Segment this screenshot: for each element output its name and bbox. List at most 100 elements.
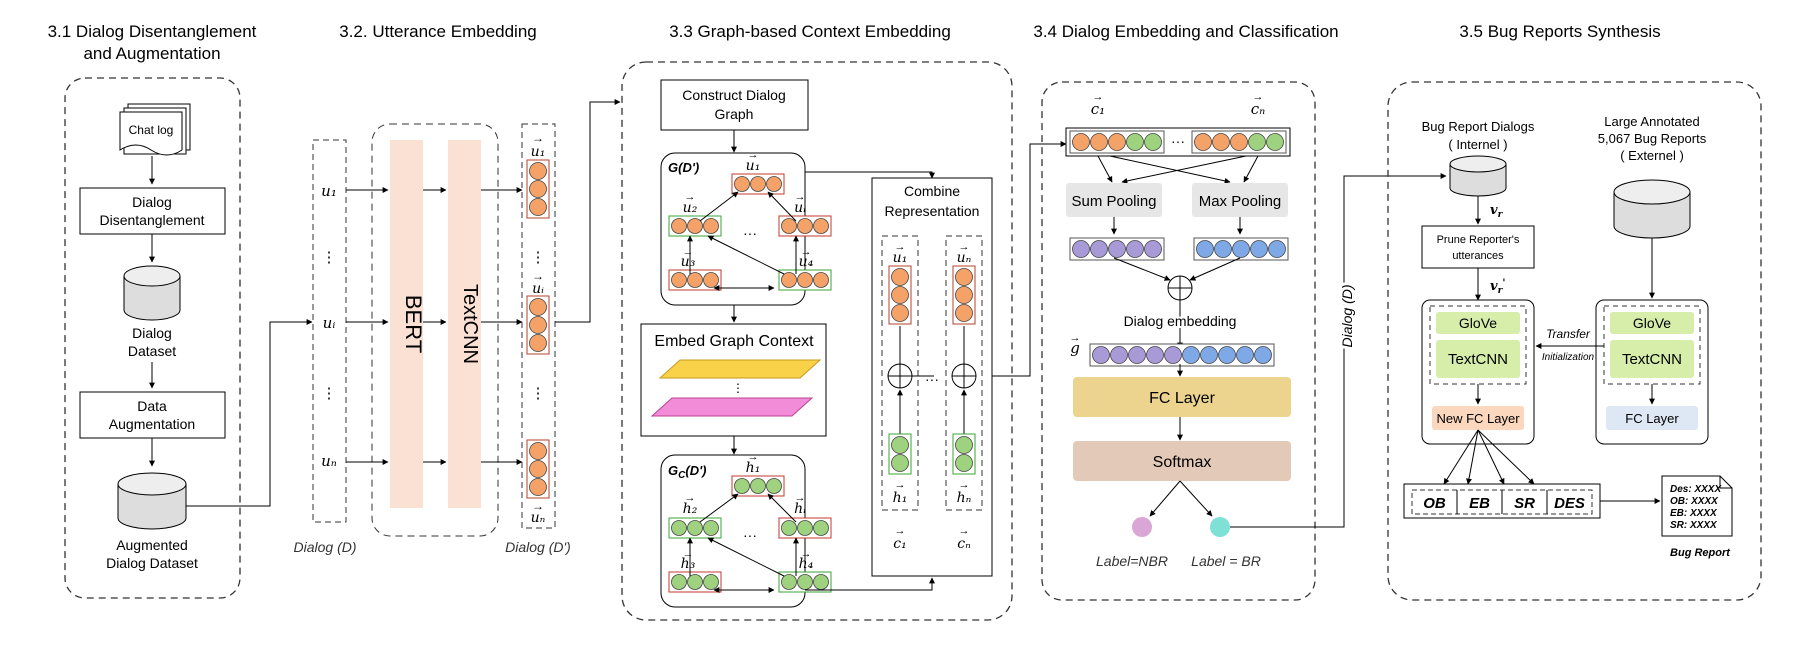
vdots-4: ⋮ bbox=[531, 385, 546, 402]
vector-node bbox=[529, 442, 547, 460]
vector-node bbox=[529, 460, 547, 478]
prune-box bbox=[1421, 225, 1535, 269]
combine-c1-label: c₁ bbox=[893, 536, 906, 552]
vector-node bbox=[1268, 240, 1286, 258]
vector-node bbox=[1072, 133, 1090, 151]
external-dataset-cylinder bbox=[1613, 179, 1691, 239]
max-pooled-vector bbox=[1193, 237, 1289, 261]
vector-node bbox=[1236, 346, 1254, 364]
external-glove-box bbox=[1610, 312, 1694, 334]
gc-label: G bbox=[668, 463, 678, 478]
vector-node bbox=[781, 520, 797, 536]
gc-h1-label: h₁ bbox=[746, 460, 761, 476]
augmented-dataset-cylinder bbox=[117, 472, 187, 530]
gc-h2-label: h₂ bbox=[683, 501, 698, 517]
new-fc-layer-label: New FC Layer bbox=[1436, 411, 1520, 426]
vector-node bbox=[687, 574, 703, 590]
vector-node bbox=[891, 436, 909, 454]
svg-text:→: → bbox=[685, 492, 696, 504]
svg-text:→: → bbox=[1093, 91, 1104, 103]
vector-node bbox=[1128, 346, 1146, 364]
vec-g-label: g bbox=[1070, 339, 1080, 357]
label-br-dot bbox=[1210, 517, 1230, 537]
augmentation-label-1: Data bbox=[137, 398, 167, 414]
vector-node bbox=[1144, 240, 1162, 258]
gc-node-h3 bbox=[668, 571, 722, 593]
svg-text:→: → bbox=[895, 241, 906, 253]
gc-h4-label: h₄ bbox=[799, 556, 814, 572]
vector-node bbox=[1250, 240, 1268, 258]
bug-report-line: SR: XXXX bbox=[1670, 520, 1718, 531]
embed-graph-context-box bbox=[640, 323, 827, 437]
disentanglement-label-1: Dialog bbox=[132, 194, 172, 210]
dialog-d-label: Dialog (D) bbox=[293, 539, 356, 555]
combine-column-1 bbox=[881, 235, 919, 511]
vr-sub: r bbox=[1498, 210, 1504, 220]
utterance-embedding-box bbox=[371, 123, 499, 537]
vector-node bbox=[813, 218, 829, 234]
svg-text:→: → bbox=[532, 269, 544, 283]
disentanglement-label-2: Disentanglement bbox=[99, 212, 204, 228]
vector-node bbox=[687, 218, 703, 234]
vdots-1: ⋮ bbox=[322, 249, 337, 266]
vector-node bbox=[813, 272, 829, 288]
svg-text:→: → bbox=[795, 492, 806, 504]
bug-dialogs-label-2: ( Internel ) bbox=[1448, 137, 1507, 152]
prune-label-2: utterances bbox=[1452, 250, 1504, 262]
svg-text:⋮: ⋮ bbox=[732, 381, 744, 395]
vector-node bbox=[529, 198, 547, 216]
vr-prime-label: v bbox=[1490, 279, 1498, 294]
vector-node bbox=[1092, 346, 1110, 364]
gc-dots: ··· bbox=[743, 527, 757, 543]
panel-3-3 bbox=[621, 61, 1013, 621]
section-3-2-title: 3.2. Utterance Embedding bbox=[339, 22, 537, 41]
svg-text:→: → bbox=[532, 131, 544, 145]
svg-text:···: ··· bbox=[925, 371, 939, 387]
vector-node bbox=[891, 304, 909, 322]
vector-node bbox=[766, 176, 782, 192]
gc-rest: (D') bbox=[685, 463, 706, 478]
dialog-embedding-label: Dialog embedding bbox=[1124, 313, 1237, 329]
panel-3-1 bbox=[64, 77, 241, 599]
panel-3-4 bbox=[1041, 81, 1316, 601]
gc-node-h4 bbox=[778, 571, 832, 593]
dialog-embedding-vector bbox=[1089, 343, 1275, 367]
vector-node bbox=[955, 268, 973, 286]
embed-layer-pink bbox=[650, 397, 814, 417]
svg-text:→: → bbox=[795, 191, 806, 203]
gc-h3-label: h₃ bbox=[681, 556, 696, 572]
bert-bar bbox=[390, 140, 423, 508]
vector-node bbox=[891, 286, 909, 304]
external-glove-label: GloVe bbox=[1633, 315, 1671, 331]
vector-node bbox=[687, 272, 703, 288]
svg-text:→: → bbox=[1070, 332, 1081, 344]
embed-graph-context-label: Embed Graph Context bbox=[654, 333, 814, 350]
field-des: DES bbox=[1554, 495, 1585, 512]
vector-node bbox=[671, 272, 687, 288]
vector-node bbox=[1072, 240, 1090, 258]
vector-node bbox=[1214, 240, 1232, 258]
initialization-label: Initialization bbox=[1542, 352, 1595, 363]
combine-cn-label: cₙ bbox=[957, 536, 971, 552]
field-ob: OB bbox=[1423, 495, 1446, 512]
softmax-box bbox=[1073, 441, 1291, 481]
vector-node bbox=[671, 520, 687, 536]
combine-vector-hn bbox=[952, 433, 976, 475]
svg-text:→: → bbox=[532, 499, 544, 513]
vector-node bbox=[955, 454, 973, 472]
un-label: uₙ bbox=[321, 452, 337, 470]
max-pooling-box bbox=[1192, 183, 1288, 217]
vector-node bbox=[734, 176, 750, 192]
svg-text:→: → bbox=[895, 525, 906, 537]
g-u3-label: u₃ bbox=[681, 254, 696, 270]
dialog-d-column bbox=[312, 139, 347, 523]
vector-node bbox=[781, 272, 797, 288]
vector-c1 bbox=[1069, 130, 1165, 154]
combine-hn-label: hₙ bbox=[957, 490, 972, 506]
concat-op-n bbox=[951, 363, 977, 389]
vector-node bbox=[1182, 346, 1200, 364]
graph-gd-label: G(D') bbox=[668, 160, 699, 175]
g-node-u1 bbox=[731, 173, 785, 195]
combine-column-n bbox=[945, 235, 983, 511]
